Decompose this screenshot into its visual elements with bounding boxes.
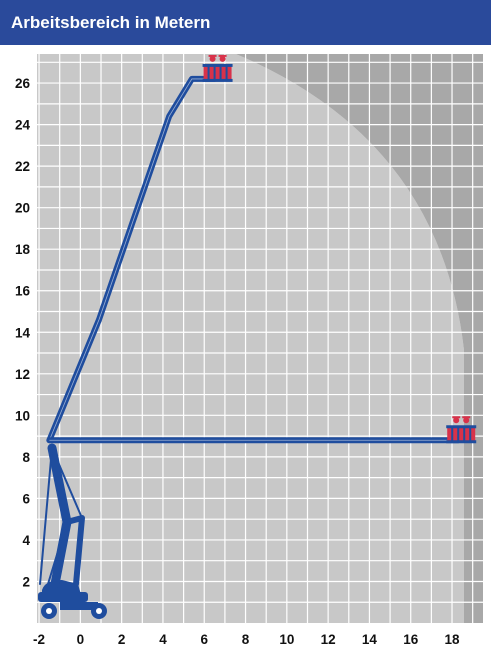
helmet bbox=[218, 54, 227, 57]
basket-rail bbox=[446, 425, 477, 429]
basket-floor bbox=[202, 78, 233, 82]
person-icon bbox=[209, 55, 216, 62]
y-tick-label: 6 bbox=[22, 491, 30, 506]
x-tick-label: 2 bbox=[118, 632, 126, 647]
basket-icon bbox=[202, 54, 233, 82]
basket-body bbox=[203, 64, 232, 81]
person-icon bbox=[463, 417, 470, 424]
basket-icon bbox=[446, 416, 477, 444]
x-tick-label: 6 bbox=[200, 632, 208, 647]
y-tick-label: 16 bbox=[15, 284, 31, 299]
y-tick-label: 20 bbox=[15, 201, 30, 216]
person-icon bbox=[453, 417, 460, 424]
helmet bbox=[462, 416, 471, 419]
basket-bar bbox=[225, 65, 228, 80]
y-tick-label: 14 bbox=[15, 325, 31, 340]
helmet bbox=[208, 54, 217, 57]
y-tick-label: 4 bbox=[22, 533, 30, 548]
y-tick-label: 2 bbox=[22, 574, 30, 589]
aerial-work-platform-icon bbox=[38, 580, 107, 619]
person-icon bbox=[219, 55, 226, 62]
basket-bar bbox=[463, 427, 466, 442]
x-tick-label: 10 bbox=[279, 632, 294, 647]
x-tick-label: 12 bbox=[321, 632, 336, 647]
basket-bar bbox=[213, 65, 216, 80]
basket-bar bbox=[207, 65, 210, 80]
boom-vertical-highlight bbox=[49, 78, 215, 441]
x-tick-label: 4 bbox=[159, 632, 167, 647]
y-tick-label: 26 bbox=[15, 76, 31, 91]
x-tick-label: 16 bbox=[403, 632, 419, 647]
x-tick-label: 0 bbox=[77, 632, 85, 647]
x-tick-label: -2 bbox=[33, 632, 45, 647]
y-tick-label: 24 bbox=[15, 118, 31, 133]
y-tick-label: 10 bbox=[15, 408, 30, 423]
x-tick-label: 8 bbox=[242, 632, 250, 647]
title-bar: Arbeitsbereich in Metern bbox=[0, 0, 491, 45]
basket-bar bbox=[457, 427, 460, 442]
x-tick-label: 18 bbox=[445, 632, 461, 647]
basket-bar bbox=[469, 427, 472, 442]
helmet bbox=[452, 416, 461, 419]
y-tick-label: 22 bbox=[15, 159, 30, 174]
baskets bbox=[202, 54, 477, 444]
basket-bar bbox=[219, 65, 222, 80]
y-tick-label: 12 bbox=[15, 367, 30, 382]
y-tick-label: 18 bbox=[15, 242, 31, 257]
basket-bar bbox=[451, 427, 454, 442]
x-tick-label: 14 bbox=[362, 632, 378, 647]
basket-rail bbox=[202, 63, 233, 67]
basket-body bbox=[447, 426, 476, 443]
basket-floor bbox=[446, 440, 477, 444]
chart-title: Arbeitsbereich in Metern bbox=[11, 12, 211, 32]
lower-boom bbox=[39, 443, 85, 589]
y-tick-label: 8 bbox=[22, 450, 30, 465]
boom-arms bbox=[46, 75, 462, 444]
outer-working-zone bbox=[236, 54, 483, 623]
